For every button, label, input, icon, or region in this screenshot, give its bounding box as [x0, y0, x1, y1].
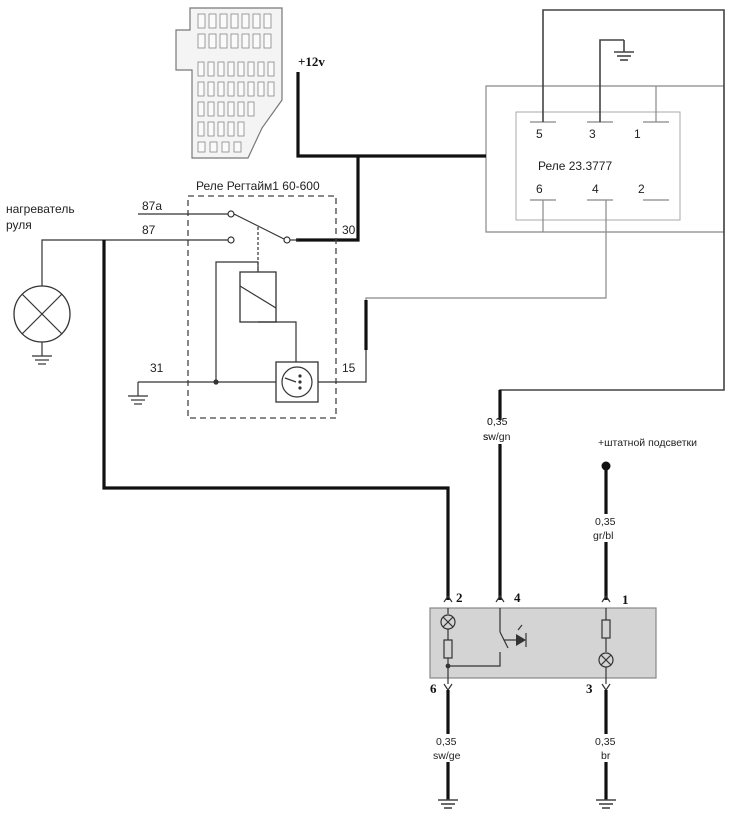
relay23-pin-3: 3	[589, 127, 596, 141]
fusebox-voltage-label: +12v	[298, 54, 325, 69]
regtaim-relay-box	[187, 195, 337, 419]
ground-icon	[32, 342, 52, 365]
wire-gr-bl-gauge: 0,35	[595, 516, 616, 528]
heater-label-line2: руля	[6, 218, 32, 232]
module-pin-3: 3	[586, 681, 593, 696]
ground-icon	[128, 382, 148, 405]
fuse-box	[175, 7, 283, 159]
relay23-pin-5: 5	[536, 127, 543, 141]
wire-12v	[296, 72, 486, 158]
timer-icon	[281, 366, 313, 398]
wire-to-pin30	[296, 156, 360, 242]
regtaim-pin-87: 87	[142, 223, 156, 237]
module-pin-2: 2	[456, 590, 463, 605]
ground-icon	[614, 40, 634, 61]
relay23-pin-6: 6	[536, 182, 543, 196]
wire-sw-gn-gauge-fg: 0,35	[487, 416, 508, 428]
relay23-pin-1: 1	[634, 127, 641, 141]
wire-sw-ge-gauge: 0,35	[436, 736, 457, 748]
ground-icon	[438, 799, 458, 809]
relay-switch-arm	[233, 213, 285, 240]
heater-label-line1: нагреватель	[6, 202, 75, 216]
wire-sw-gn-color-fg: sw/gn	[483, 431, 511, 443]
regtaim-pin-30: 30	[342, 223, 356, 237]
wire-relay23-pin3	[599, 39, 624, 122]
wire-relay23-pin5	[499, 9, 725, 420]
module-pin-1: 1	[622, 592, 629, 607]
switch-module	[429, 607, 657, 679]
regtaim-pin-87a: 87a	[142, 199, 162, 213]
wire-gr-bl-color: gr/bl	[593, 530, 613, 542]
ground-icon	[596, 799, 616, 809]
regtaim-title: Реле Регтайм1 60-600	[196, 179, 320, 193]
heater-lamp-icon	[13, 285, 71, 343]
module-pin-6: 6	[430, 681, 437, 696]
regtaim-pin-31: 31	[150, 361, 164, 375]
led-icon	[504, 624, 527, 647]
wire-87-to-module	[102, 240, 450, 600]
wire-br-color: br	[601, 750, 611, 762]
backlight-label: +штатной подсветки	[598, 437, 697, 449]
relay23-pin-2: 2	[638, 182, 645, 196]
relay23-title: Реле 23.3777	[538, 159, 612, 173]
module-pin-4: 4	[514, 590, 521, 605]
wire-sw-ge-color: sw/ge	[433, 750, 461, 762]
wire-br-gauge: 0,35	[595, 736, 616, 748]
relay23-pin-4: 4	[592, 182, 599, 196]
regtaim-pin-15: 15	[342, 361, 356, 375]
